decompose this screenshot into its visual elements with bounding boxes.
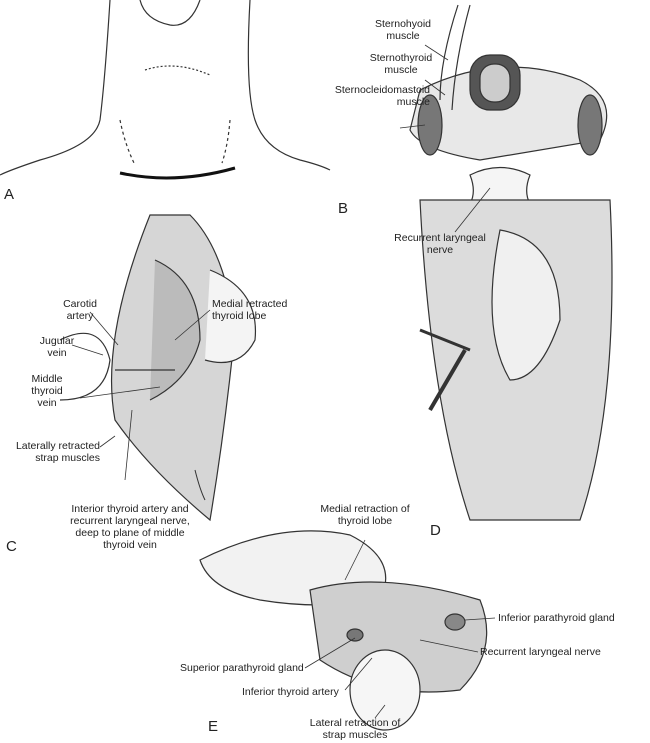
label-recurrent-laryngeal-nerve-e: Recurrent laryngeal nerve [480,646,601,658]
label-sternocleidomastoid-muscle: Sternocleidomastoid muscle [334,84,430,108]
label-lateral-retraction-strap-muscles: Lateral retraction of strap muscles [309,717,401,741]
panel-c-surgical-field-drawing [59,214,257,522]
panel-letter-e: E [208,718,219,735]
label-jugular-vein: Jugular vein [39,335,75,359]
panel-letter-b: B [338,200,349,217]
panel-letter-d: D [430,522,441,539]
label-sternohyoid-muscle: Sternohyoid muscle [374,18,432,42]
label-medial-retracted-thyroid-lobe: Medial retracted thyroid lobe [212,298,288,322]
label-inferior-thyroid-artery: Inferior thyroid artery [242,686,339,698]
label-interior-thyroid-artery: Interior thyroid artery and recurrent la… [70,503,190,551]
leader-lines [71,44,496,719]
label-superior-parathyroid-gland: Superior parathyroid gland [180,662,304,674]
label-middle-thyroid-vein: Middle thyroid vein [31,373,63,409]
panel-a-neck-drawing [0,0,331,180]
label-inferior-parathyroid-gland: Inferior parathyroid gland [498,612,615,624]
label-medial-retraction-thyroid-lobe: Medial retraction of thyroid lobe [320,503,410,527]
label-laterally-retracted-strap-muscles: Laterally retracted strap muscles [15,440,100,464]
label-recurrent-laryngeal-nerve-b: Recurrent laryngeal nerve [394,232,486,256]
label-carotid-artery: Carotid artery [63,298,97,322]
panel-letter-a: A [4,186,15,203]
panel-d-surgical-field-drawing [419,199,613,521]
panel-e-surgical-field-drawing [199,530,488,731]
label-sternothyroid-muscle: Sternothyroid muscle [369,52,433,76]
panel-letter-c: C [6,538,17,555]
panel-b-cross-section-drawing [409,4,608,229]
